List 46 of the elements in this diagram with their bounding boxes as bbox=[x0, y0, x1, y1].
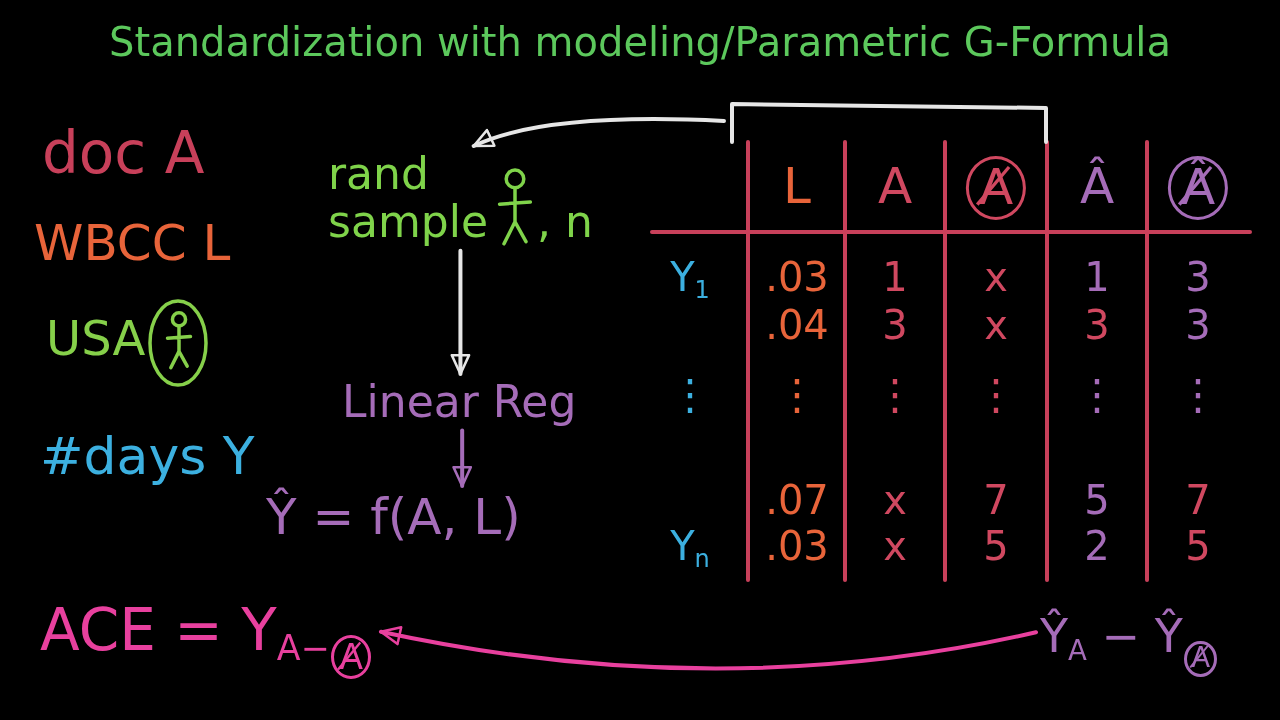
table-value: x bbox=[882, 524, 908, 568]
table-value: 3 bbox=[1083, 303, 1111, 347]
table-value: 2 bbox=[1083, 524, 1111, 568]
sample-size: , n bbox=[537, 198, 593, 247]
continuation-dots: ⋮ bbox=[668, 372, 712, 419]
arrow bbox=[452, 428, 473, 488]
table-value: 3 bbox=[1184, 303, 1212, 347]
table-value: 3 bbox=[1184, 255, 1212, 299]
table-value: .03 bbox=[764, 524, 830, 568]
column-header: A bbox=[876, 156, 914, 217]
variable-definition: #days Y bbox=[40, 428, 255, 486]
column-header: Â bbox=[1078, 155, 1116, 217]
continuation-dots: ⋮ bbox=[974, 372, 1018, 419]
table-value: 3 bbox=[881, 303, 909, 347]
column-header: A̸ bbox=[965, 156, 1027, 220]
variable-definition: doc A bbox=[42, 122, 205, 186]
continuation-dots: ⋮ bbox=[1075, 372, 1119, 419]
step-text: Linear Reg bbox=[342, 378, 583, 427]
row-header: Y$_{n}$ bbox=[669, 524, 711, 568]
column-header: Â̸ bbox=[1167, 156, 1229, 220]
table-value: 5 bbox=[982, 524, 1010, 568]
arrow bbox=[378, 625, 1038, 671]
table-value: .07 bbox=[764, 478, 830, 522]
continuation-dots: ⋮ bbox=[1176, 372, 1220, 419]
table-value: 5 bbox=[1083, 478, 1111, 522]
diagram-title: Standardization with modeling/Parametric G-Formula bbox=[109, 20, 1171, 64]
variable-definition: WBCC L bbox=[34, 216, 231, 271]
table-value: x bbox=[983, 303, 1009, 347]
arrow bbox=[450, 248, 471, 376]
variable-definition: USA bbox=[46, 312, 146, 365]
table-value: 1 bbox=[1083, 255, 1111, 299]
step-text: rand sample bbox=[328, 150, 489, 247]
table-value: 7 bbox=[1184, 478, 1212, 522]
table-value: 5 bbox=[1184, 524, 1212, 568]
table-value: 1 bbox=[881, 255, 909, 299]
table-value: 7 bbox=[982, 478, 1010, 522]
table-value: .04 bbox=[764, 303, 830, 347]
table-value: x bbox=[983, 255, 1009, 299]
continuation-dots: ⋮ bbox=[775, 372, 819, 419]
table-value: x bbox=[882, 478, 908, 522]
row-header: Y$_{1}$ bbox=[669, 255, 711, 299]
arrow bbox=[471, 117, 726, 148]
column-header: L bbox=[782, 156, 812, 217]
continuation-dots: ⋮ bbox=[873, 372, 917, 419]
formula: Ŷ$_{A}$ − Ŷ$_{A̸}$ bbox=[1040, 596, 1223, 677]
table-value: .03 bbox=[764, 255, 830, 299]
